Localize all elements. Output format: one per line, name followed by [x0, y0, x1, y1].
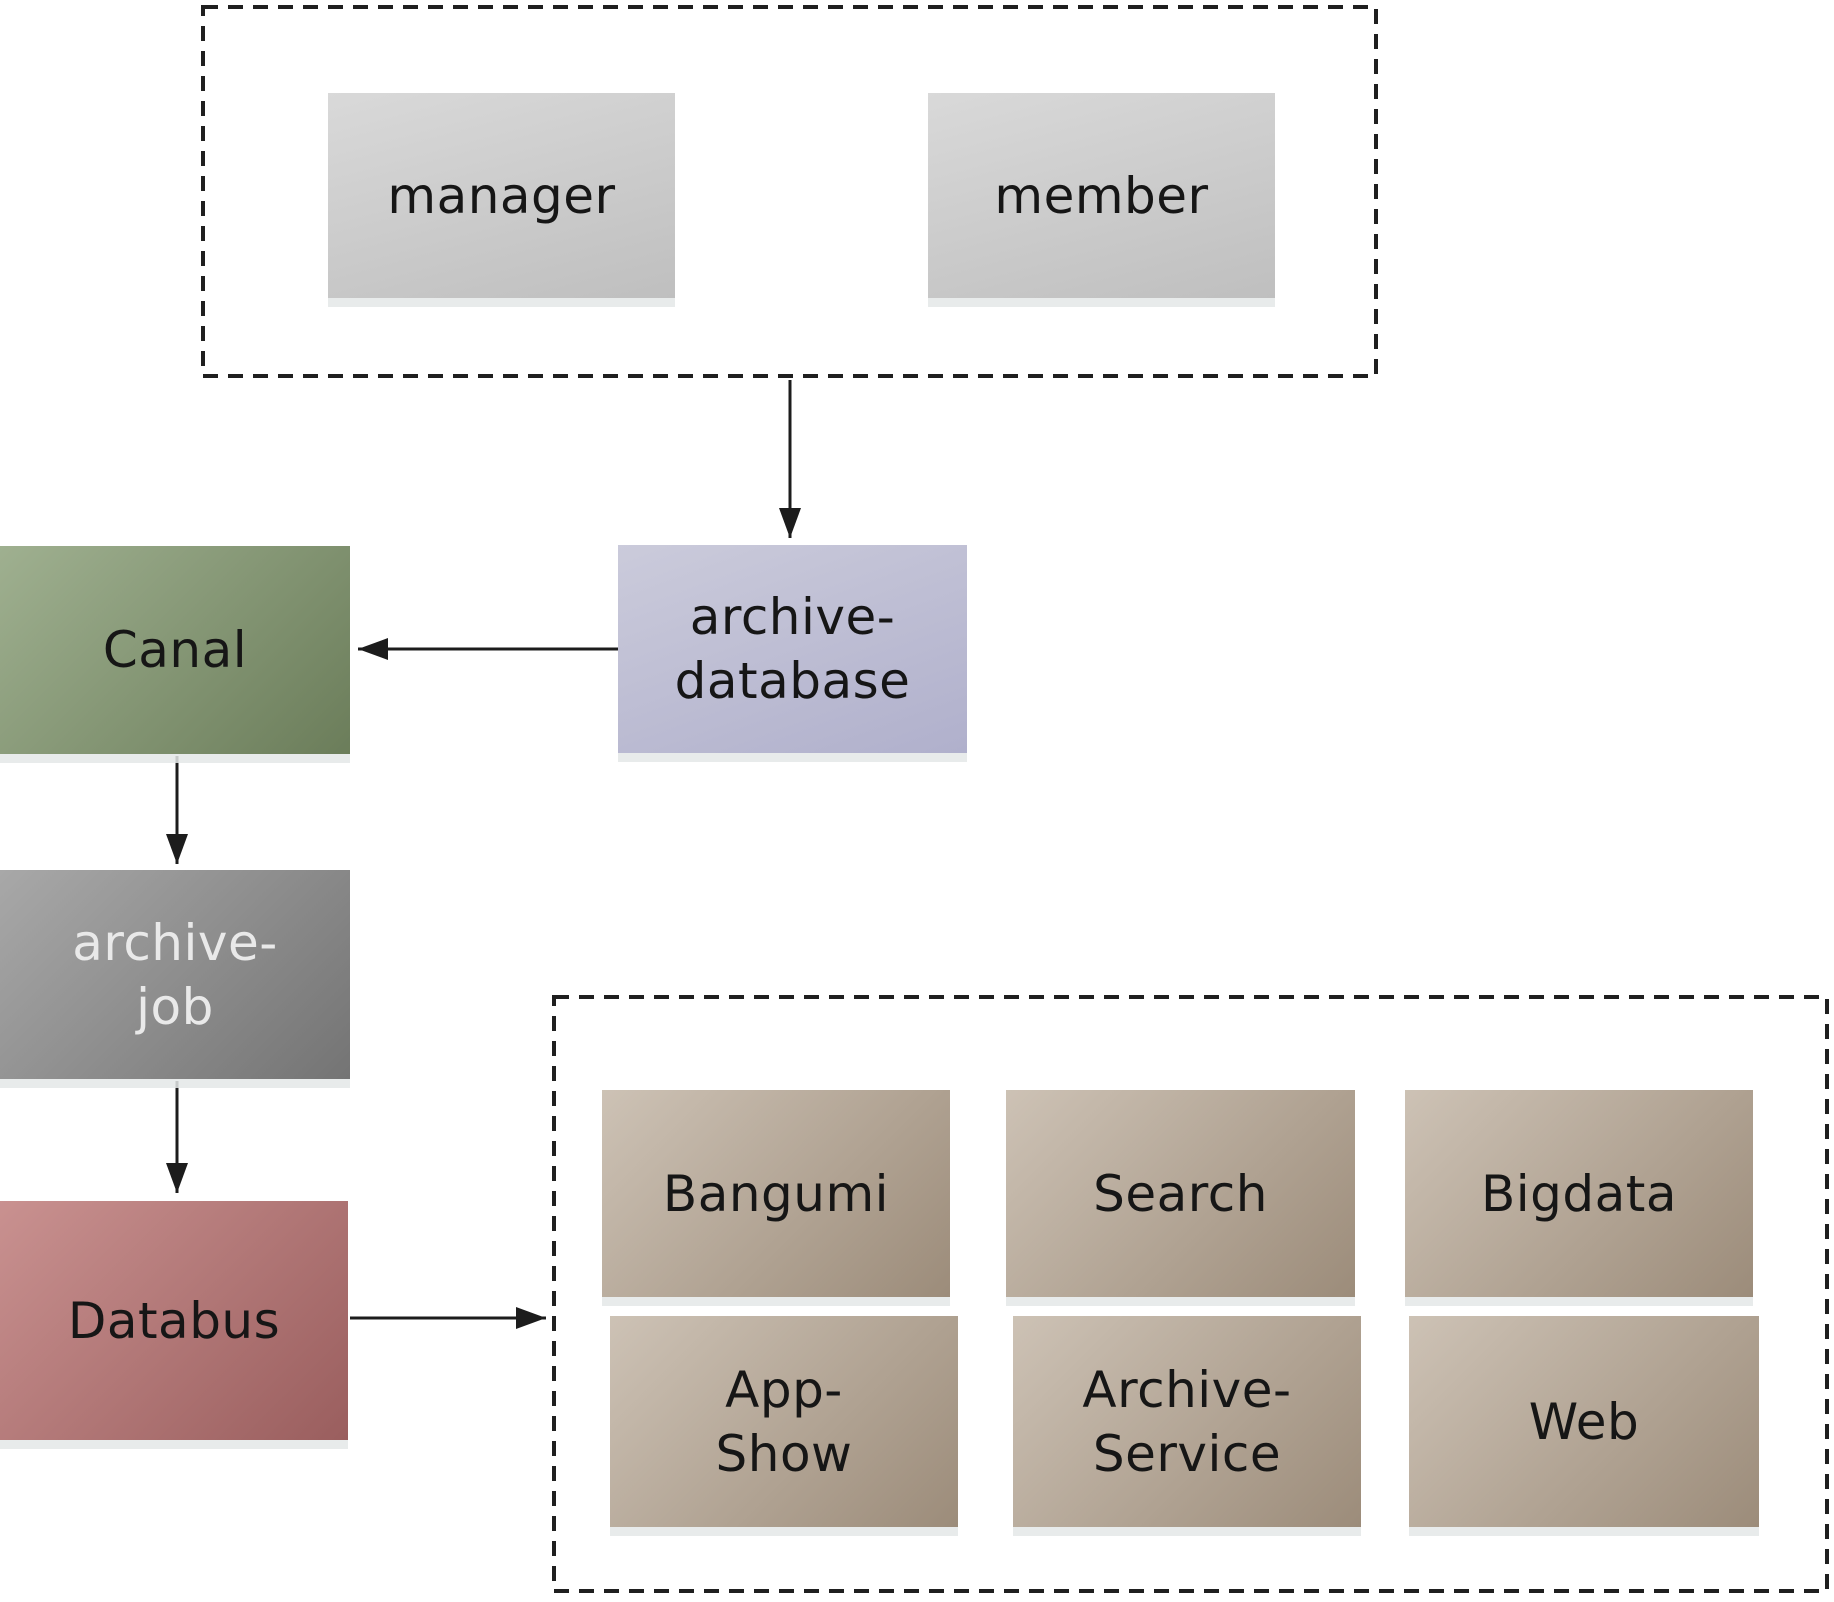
node-archive-service: Archive- Service — [1013, 1316, 1361, 1536]
node-bangumi-label: Bangumi — [662, 1164, 890, 1223]
node-member: member — [928, 93, 1275, 307]
node-app-show-label-line2: Show — [715, 1424, 853, 1483]
node-archive-database-label-line2: database — [674, 652, 911, 710]
node-archive-service-label-line2: Service — [1092, 1424, 1282, 1483]
node-member-label: member — [994, 166, 1209, 225]
node-web-label: Web — [1528, 1392, 1640, 1451]
node-app-show-label-line1: App- — [725, 1360, 843, 1419]
node-search: Search — [1006, 1090, 1355, 1306]
node-bigdata-label: Bigdata — [1480, 1164, 1678, 1223]
node-archive-database: archive- database — [618, 545, 967, 762]
node-search-label: Search — [1093, 1164, 1268, 1223]
node-archive-service-label-line1: Archive- — [1082, 1360, 1292, 1419]
node-manager-label: manager — [387, 166, 616, 225]
node-app-show: App- Show — [610, 1316, 958, 1536]
node-archive-database-label-line1: archive- — [689, 588, 896, 646]
node-manager: manager — [328, 93, 675, 307]
node-canal-label: Canal — [102, 621, 248, 679]
node-databus: Databus — [0, 1201, 348, 1449]
node-archive-job: archive- job — [0, 870, 350, 1088]
node-bigdata: Bigdata — [1405, 1090, 1753, 1306]
node-canal: Canal — [0, 546, 350, 763]
node-archive-job-label-line1: archive- — [72, 913, 278, 972]
node-databus-label: Databus — [67, 1291, 281, 1350]
node-archive-job-label-line2: job — [136, 977, 214, 1036]
node-bangumi: Bangumi — [602, 1090, 950, 1306]
node-web: Web — [1409, 1316, 1759, 1536]
